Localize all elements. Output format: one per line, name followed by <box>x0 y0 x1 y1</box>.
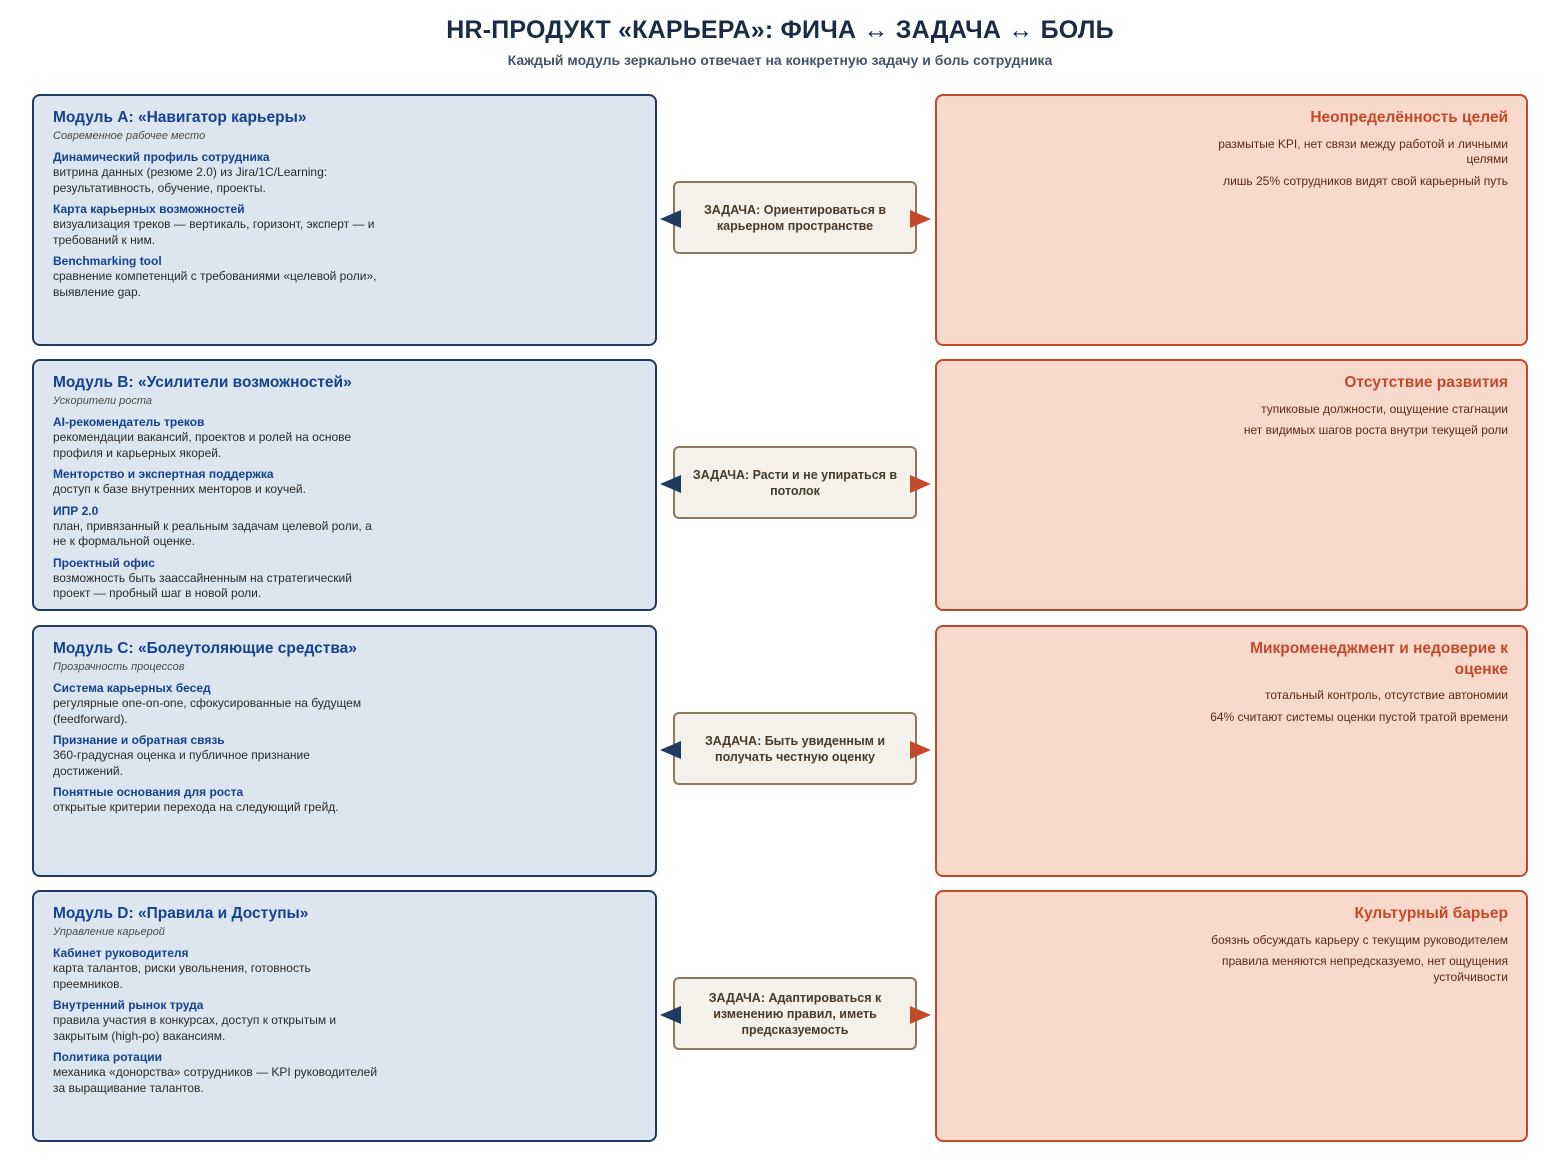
pain-content: Отсутствие развития тупиковые должности, … <box>1208 373 1508 445</box>
pain-item: размытые KPI, нет связи между работой и … <box>1218 136 1508 167</box>
feature-description: рекомендации вакансий, проектов и ролей … <box>53 430 352 460</box>
page-subtitle: Каждый модуль зеркально отвечает на конк… <box>507 52 1053 68</box>
pain-item: 64% считают системы оценки пустой тратой… <box>1210 709 1508 724</box>
feature-name: AI-рекомендатель треков <box>53 415 205 429</box>
arrow-left-icon <box>660 741 681 759</box>
module-title: Модуль A: «Навигатор карьеры» <box>53 109 307 126</box>
arrow-right-icon <box>910 210 931 228</box>
row-4: Модуль D: «Правила и Доступы» Управление … <box>0 890 1560 1142</box>
module-content: Модуль B: «Усилители возможностей» Ускори… <box>53 373 383 608</box>
feature-description: открытые критерии перехода на следующий … <box>53 800 339 814</box>
feature-description: план, привязанный к реальным задачам цел… <box>53 518 372 549</box>
feature-name: Внутренний рынок труда <box>53 998 204 1012</box>
arrow-left-icon <box>660 1006 681 1024</box>
task-label: ЗАДАЧА: Ориентироваться в карьерном прос… <box>703 202 887 233</box>
row-3: Модуль C: «Болеутоляющие средства» Прозра… <box>0 625 1560 877</box>
pain-item: лишь 25% сотрудников видят свой карьерны… <box>1223 173 1508 188</box>
feature-name: Признание и обратная связь <box>53 733 225 747</box>
feature-description: витрина данных (резюме 2.0) из Jira/1C/L… <box>53 165 328 195</box>
pain-content: Культурный барьер боязнь обсуждать карьер… <box>1208 904 1508 991</box>
task-box: ЗАДАЧА: Быть увиденным и получать честну… <box>673 712 917 785</box>
feature-name: Карта карьерных возможностей <box>53 202 245 216</box>
feature-name: Понятные основания для роста <box>53 785 244 799</box>
arrow-left-icon <box>660 210 681 228</box>
feature-name: Политика ротации <box>53 1050 162 1064</box>
feature-name: Менторство и экспертная поддержка <box>53 467 274 481</box>
pain-item: тотальный контроль, отсутствие автономии <box>1264 688 1508 702</box>
feature-description: правила участия в конкурсах, доступ к от… <box>53 1013 337 1043</box>
pain-item: тупиковые должности, ощущение стагнации <box>1261 401 1508 416</box>
module-subtitle: Управление карьерой <box>53 926 165 938</box>
module-box: Модуль C: «Болеутоляющие средства» Прозра… <box>32 625 657 877</box>
module-subtitle: Прозрачность процессов <box>53 661 185 673</box>
feature-description: возможность быть заассайненным на страте… <box>53 570 352 601</box>
arrow-right-icon <box>910 1006 931 1024</box>
pain-title: Неопределённость целей <box>1310 109 1508 126</box>
arrow-right-icon <box>910 475 931 493</box>
feature-name: ИПР 2.0 <box>53 503 99 518</box>
pain-item: боязнь обсуждать карьеру с текущим руков… <box>1211 932 1508 947</box>
row-1: Модуль A: «Навигатор карьеры» Современное… <box>0 94 1560 346</box>
feature-description: сравнение компетенций с требованиями «це… <box>53 269 377 299</box>
pain-box: Микроменеджмент и недоверие к оценке тота… <box>935 625 1528 877</box>
module-box: Модуль D: «Правила и Доступы» Управление … <box>32 890 657 1142</box>
feature-description: доступ к базе внутренних менторов и коуч… <box>53 482 306 496</box>
feature-description: 360-градусная оценка и публичное признан… <box>53 748 310 778</box>
module-title: Модуль D: «Правила и Доступы» <box>53 905 309 922</box>
task-label: ЗАДАЧА: Быть увиденным и получать честну… <box>704 733 886 764</box>
task-box: ЗАДАЧА: Ориентироваться в карьерном прос… <box>673 181 917 254</box>
arrow-right-icon <box>910 741 931 759</box>
pain-box: Неопределённость целей размытые KPI, нет … <box>935 94 1528 346</box>
feature-description: карта талантов, риски увольнения, готовн… <box>53 961 311 991</box>
pain-box: Культурный барьер боязнь обсуждать карьер… <box>935 890 1528 1142</box>
pain-item: нет видимых шагов роста внутри текущей р… <box>1243 423 1508 437</box>
module-box: Модуль B: «Усилители возможностей» Ускори… <box>32 359 657 611</box>
module-title: Модуль C: «Болеутоляющие средства» <box>53 640 357 657</box>
feature-description: визуализация треков — вертикаль, горизон… <box>53 217 375 247</box>
module-content: Модуль C: «Болеутоляющие средства» Прозра… <box>53 639 383 822</box>
feature-name: Динамический профиль сотрудника <box>53 150 270 164</box>
task-box: ЗАДАЧА: Адаптироваться к изменению прави… <box>673 977 917 1050</box>
module-title: Модуль B: «Усилители возможностей» <box>53 374 352 391</box>
pain-content: Микроменеджмент и недоверие к оценке тота… <box>1208 639 1508 731</box>
module-content: Модуль A: «Навигатор карьеры» Современное… <box>53 108 383 306</box>
feature-name: Система карьерных бесед <box>53 681 211 695</box>
feature-description: регулярные one-on-one, сфокусированные н… <box>53 696 362 726</box>
pain-title: Микроменеджмент и недоверие к оценке <box>1250 640 1508 678</box>
feature-description: механика «донорства» сотрудников — KPI р… <box>53 1065 378 1095</box>
task-box: ЗАДАЧА: Расти и не упираться в потолок <box>673 446 917 519</box>
arrow-left-icon <box>660 475 681 493</box>
feature-name: Кабинет руководителя <box>53 946 189 960</box>
pain-title: Отсутствие развития <box>1344 374 1508 391</box>
pain-content: Неопределённость целей размытые KPI, нет … <box>1208 108 1508 195</box>
page-title: HR-ПРОДУКТ «КАРЬЕРА»: ФИЧА ↔ ЗАДАЧА ↔ БО… <box>446 16 1114 44</box>
module-content: Модуль D: «Правила и Доступы» Управление … <box>53 904 383 1102</box>
module-box: Модуль A: «Навигатор карьеры» Современное… <box>32 94 657 346</box>
task-label: ЗАДАЧА: Адаптироваться к изменению прави… <box>708 990 882 1037</box>
module-subtitle: Ускорители роста <box>53 395 153 407</box>
pain-box: Отсутствие развития тупиковые должности, … <box>935 359 1528 611</box>
feature-name: Проектный офис <box>53 555 155 570</box>
task-label: ЗАДАЧА: Расти и не упираться в потолок <box>692 467 898 498</box>
feature-name: Benchmarking tool <box>53 254 162 268</box>
row-2: Модуль B: «Усилители возможностей» Ускори… <box>0 359 1560 611</box>
module-subtitle: Современное рабочее место <box>53 130 206 142</box>
pain-item: правила меняются непредсказуемо, нет ощу… <box>1221 954 1508 984</box>
pain-title: Культурный барьер <box>1354 905 1508 922</box>
